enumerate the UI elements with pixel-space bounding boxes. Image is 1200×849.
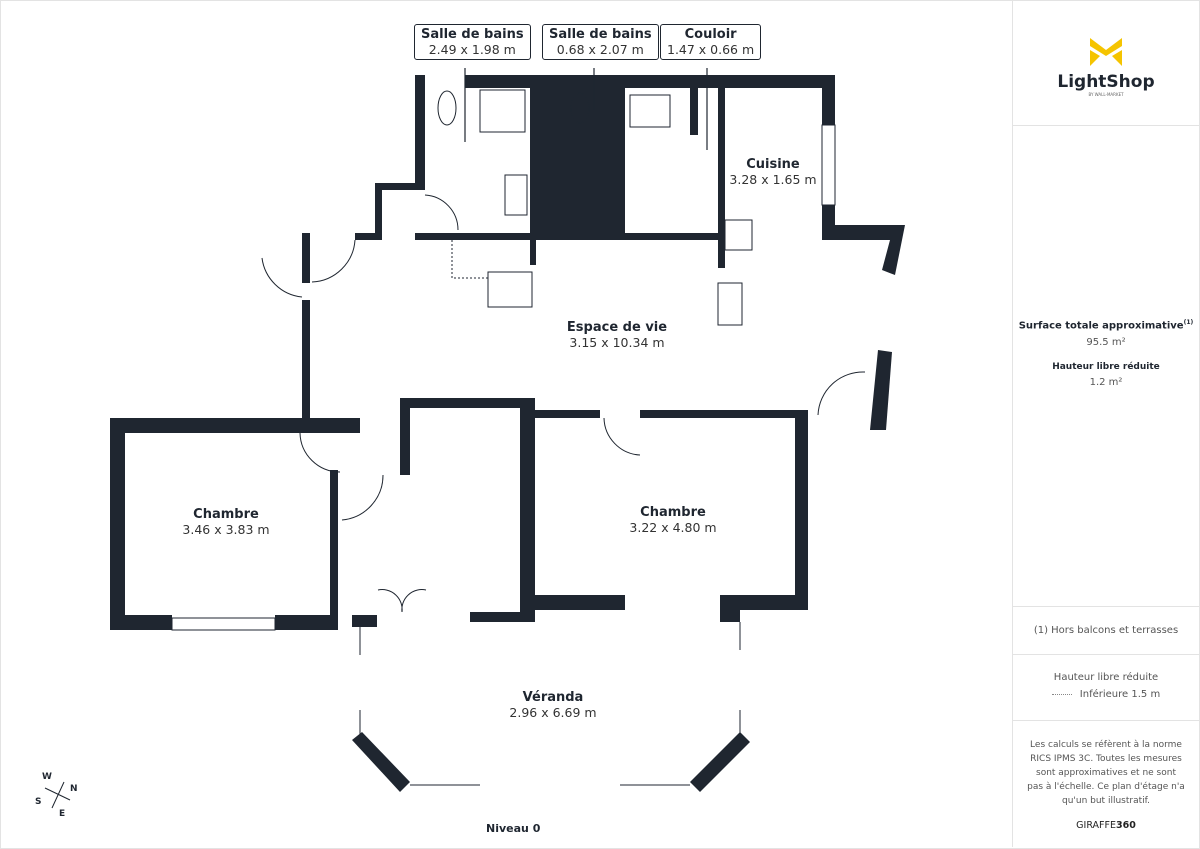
walls	[110, 75, 905, 792]
legend-title: Hauteur libre réduite	[1053, 672, 1159, 683]
total-value: 95.5 m²	[1086, 337, 1126, 349]
legend-item: Inférieure 1.5 m	[1079, 689, 1161, 700]
compass-w: W	[42, 772, 52, 782]
lightshop-logo-icon	[1090, 38, 1122, 66]
total-label: Surface totale approximative	[1018, 320, 1184, 332]
compass-rose	[44, 781, 71, 809]
fixtures	[171, 89, 866, 786]
reduced-label: Hauteur libre réduite	[1052, 362, 1160, 373]
reduced-value: 1.2 m²	[1089, 377, 1123, 389]
footnote: (1) Hors balcons et terrasses	[1013, 606, 1199, 654]
floor-plan	[44, 68, 905, 809]
brand-sub: BY WALL-MARKET	[1088, 92, 1124, 97]
level-label: Niveau 0	[486, 822, 541, 835]
brand-section: LightShop BY WALL-MARKET	[1013, 0, 1199, 125]
dotted-line-icon	[1051, 693, 1072, 695]
disclaimer-section: Les calculs se réfèrent à la norme RICS …	[1013, 720, 1199, 848]
total-footnote: (1)	[1183, 319, 1194, 326]
tag-leaders	[464, 68, 708, 150]
compass-e: E	[59, 809, 66, 819]
legend-section: Hauteur libre réduite Inférieure 1.5 m	[1013, 654, 1199, 720]
credit-a: GIRAFFE	[1076, 820, 1116, 831]
disclaimer: Les calculs se réfèrent à la norme RICS …	[1027, 740, 1185, 806]
summary-section: Surface totale approximative(1) 95.5 m² …	[1013, 125, 1199, 606]
info-panel: LightShop BY WALL-MARKET Surface totale …	[1012, 0, 1199, 847]
brand-name: LightShop	[1057, 72, 1155, 92]
compass-n: N	[70, 784, 78, 794]
compass-s: S	[35, 797, 42, 807]
credit-b: 360	[1115, 820, 1136, 831]
